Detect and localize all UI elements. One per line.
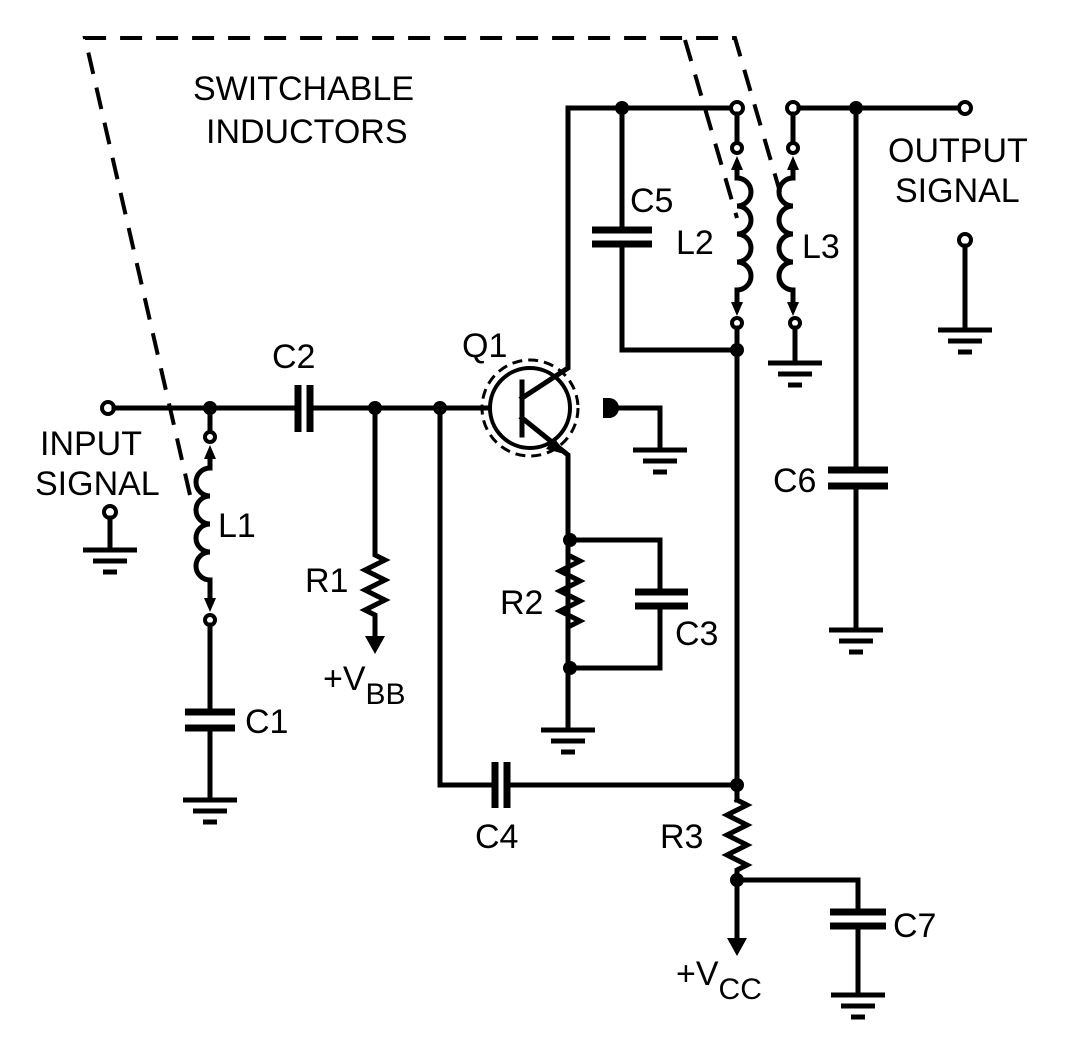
label-q1: Q1: [462, 327, 507, 365]
wire: [734, 877, 861, 995]
capacitor-c7: [830, 908, 886, 930]
label-r1: R1: [305, 562, 348, 600]
label-r3: R3: [660, 818, 703, 856]
switch-arrow-icon: [787, 156, 799, 170]
transistor-collector: [518, 105, 571, 402]
resistor-r1: [359, 405, 391, 641]
capacitor-c5: [592, 226, 652, 248]
inductor-l2: [734, 167, 754, 305]
transistor-q1-body: [488, 366, 572, 450]
label-l3: L3: [802, 228, 840, 266]
ground-icon: [633, 450, 687, 472]
vcc-subscript: CC: [719, 973, 762, 1006]
vcc-main: +V: [676, 955, 719, 993]
label-c6: C6: [773, 462, 816, 500]
output-label-1: OUTPUT: [888, 132, 1028, 170]
vbb-subscript: BB: [366, 678, 406, 711]
transistor-shield: [480, 358, 580, 458]
wire: [437, 405, 740, 788]
resistor-r3: [721, 796, 753, 943]
label-vbb: +VBB: [323, 660, 406, 711]
switch-arrow-icon: [204, 445, 216, 459]
junction-dot: [563, 661, 577, 675]
label-c4: C4: [475, 818, 518, 856]
ground-icon: [938, 330, 992, 352]
junction-dot: [730, 343, 744, 357]
title-line-2: INDUCTORS: [206, 113, 408, 151]
capacitor-c3: [635, 588, 688, 610]
switch-arrow-icon: [204, 598, 216, 612]
transistor-emitter: [518, 414, 571, 671]
ground-icon: [829, 630, 883, 652]
inductor-l3: [776, 167, 796, 305]
switch-gang-dashed-line: [82, 36, 782, 496]
label-c2: C2: [272, 338, 315, 376]
input-label-1: INPUT: [40, 425, 142, 463]
ground-icon: [831, 995, 885, 1017]
switch-terminal: [730, 141, 744, 155]
switch-arrow-icon: [731, 302, 743, 316]
label-l1: L1: [218, 507, 256, 545]
output-label-2: SIGNAL: [895, 172, 1020, 210]
inductor-l1: [193, 456, 213, 601]
switch-arrow-icon: [731, 156, 743, 170]
label-c3: C3: [675, 615, 718, 653]
label-r2: R2: [500, 584, 543, 622]
resistor-r2: [554, 552, 586, 630]
wire: [619, 105, 740, 353]
vbb-main: +V: [323, 660, 366, 698]
switch-arrow-icon: [787, 302, 799, 316]
ground-icon: [83, 550, 137, 572]
junction-dot: [563, 533, 577, 547]
capacitor-c4: [491, 762, 511, 808]
label-vcc: +VCC: [676, 955, 762, 1006]
junction-dot: [730, 778, 744, 792]
switch-gang-dashed-line-l2: [683, 39, 739, 219]
supply-arrow-icon: [365, 636, 385, 654]
wire: [565, 537, 663, 731]
switch-terminal: [786, 141, 800, 155]
emitter-arrow-icon: [546, 438, 568, 455]
ground-icon: [768, 363, 822, 385]
title-line-1: SWITCHABLE: [193, 70, 414, 108]
ground-icon: [183, 800, 237, 822]
switch-terminal: [203, 430, 217, 444]
capacitor-c2: [294, 385, 314, 432]
supply-arrow-icon: [727, 938, 747, 956]
ground-icon: [541, 730, 595, 752]
label-c7: C7: [893, 907, 936, 945]
capacitor-c1: [185, 708, 235, 732]
label-c5: C5: [630, 182, 673, 220]
input-label-2: SIGNAL: [35, 465, 160, 503]
output-terminal: [957, 100, 973, 116]
label-l2: L2: [676, 224, 714, 262]
label-c1: C1: [245, 703, 288, 741]
capacitor-c6: [828, 466, 888, 490]
wire: [609, 405, 663, 451]
